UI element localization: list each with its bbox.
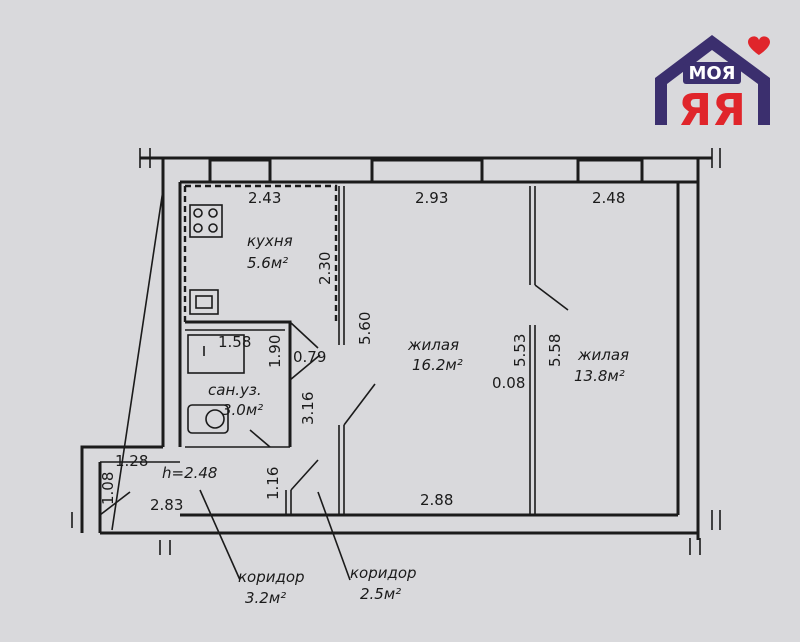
dim-wall-5-60: 5.60 (356, 312, 374, 345)
dim-kitchen-width: 2.43 (248, 189, 281, 207)
dimension-labels: 2.43 2.93 2.48 2.30 5.60 5.53 5.58 0.08 … (99, 189, 625, 514)
living1-name: жилая (407, 336, 459, 354)
corridor2-area: 2.5м² (360, 585, 401, 603)
dim-bath-width: 1.58 (218, 333, 251, 351)
dim-bath-depth: 1.90 (266, 335, 284, 368)
corridor2-name: коридор (350, 564, 417, 582)
heart-icon (748, 36, 770, 55)
dim-living1-bottom: 2.88 (420, 491, 453, 509)
dim-corridor-1-16: 1.16 (264, 467, 282, 500)
dim-partition: 0.08 (492, 374, 525, 392)
washbasin-icon (187, 404, 229, 434)
corridor1-area: 3.2м² (245, 589, 286, 607)
bathroom-name: сан.уз. (208, 381, 262, 399)
dimension-lines (99, 189, 351, 581)
dim-corridor-1-08: 1.08 (99, 472, 117, 505)
corridor1-name: коридор (238, 568, 305, 586)
living1-area: 16.2м² (412, 356, 463, 374)
dim-bath-gap: 0.79 (293, 348, 326, 366)
living2-area: 13.8м² (574, 367, 625, 385)
dim-corridor-2-83: 2.83 (150, 496, 183, 514)
window-living2 (576, 158, 644, 184)
kitchen-name: кухня (247, 232, 293, 250)
bathroom-area: 3.0м² (222, 401, 263, 419)
room-labels: кухня 5.6м² сан.уз. 3.0м² жилая 16.2м² ж… (208, 232, 629, 607)
dim-kitchen-depth: 2.30 (316, 252, 334, 285)
window-living1 (370, 158, 484, 184)
fixtures (187, 204, 245, 434)
toilet-icon (205, 409, 225, 429)
window-kitchen (208, 158, 272, 184)
partitions (183, 184, 569, 515)
outer-walls (71, 148, 721, 555)
ceiling-height: h=2.48 (162, 464, 217, 482)
sink-icon (189, 289, 219, 315)
bathtub-icon (187, 334, 245, 374)
dim-wall-5-53: 5.53 (511, 334, 529, 367)
logo-word: МОЯ (688, 63, 735, 84)
windows (208, 158, 644, 184)
brand-logo: МОЯ ЯЯ (655, 35, 770, 136)
dim-corridor-1-28: 1.28 (115, 452, 148, 470)
dim-living1-top: 2.93 (415, 189, 448, 207)
dim-living2-top: 2.48 (592, 189, 625, 207)
living2-name: жилая (577, 346, 629, 364)
stove-icon (189, 204, 223, 238)
roof-shape (655, 35, 770, 125)
logo-letters: ЯЯ (678, 85, 746, 136)
dim-bath-length: 3.16 (299, 392, 317, 425)
kitchen-area: 5.6м² (247, 254, 288, 272)
logo-word-bg (683, 62, 741, 84)
dim-wall-5-58: 5.58 (546, 334, 564, 367)
